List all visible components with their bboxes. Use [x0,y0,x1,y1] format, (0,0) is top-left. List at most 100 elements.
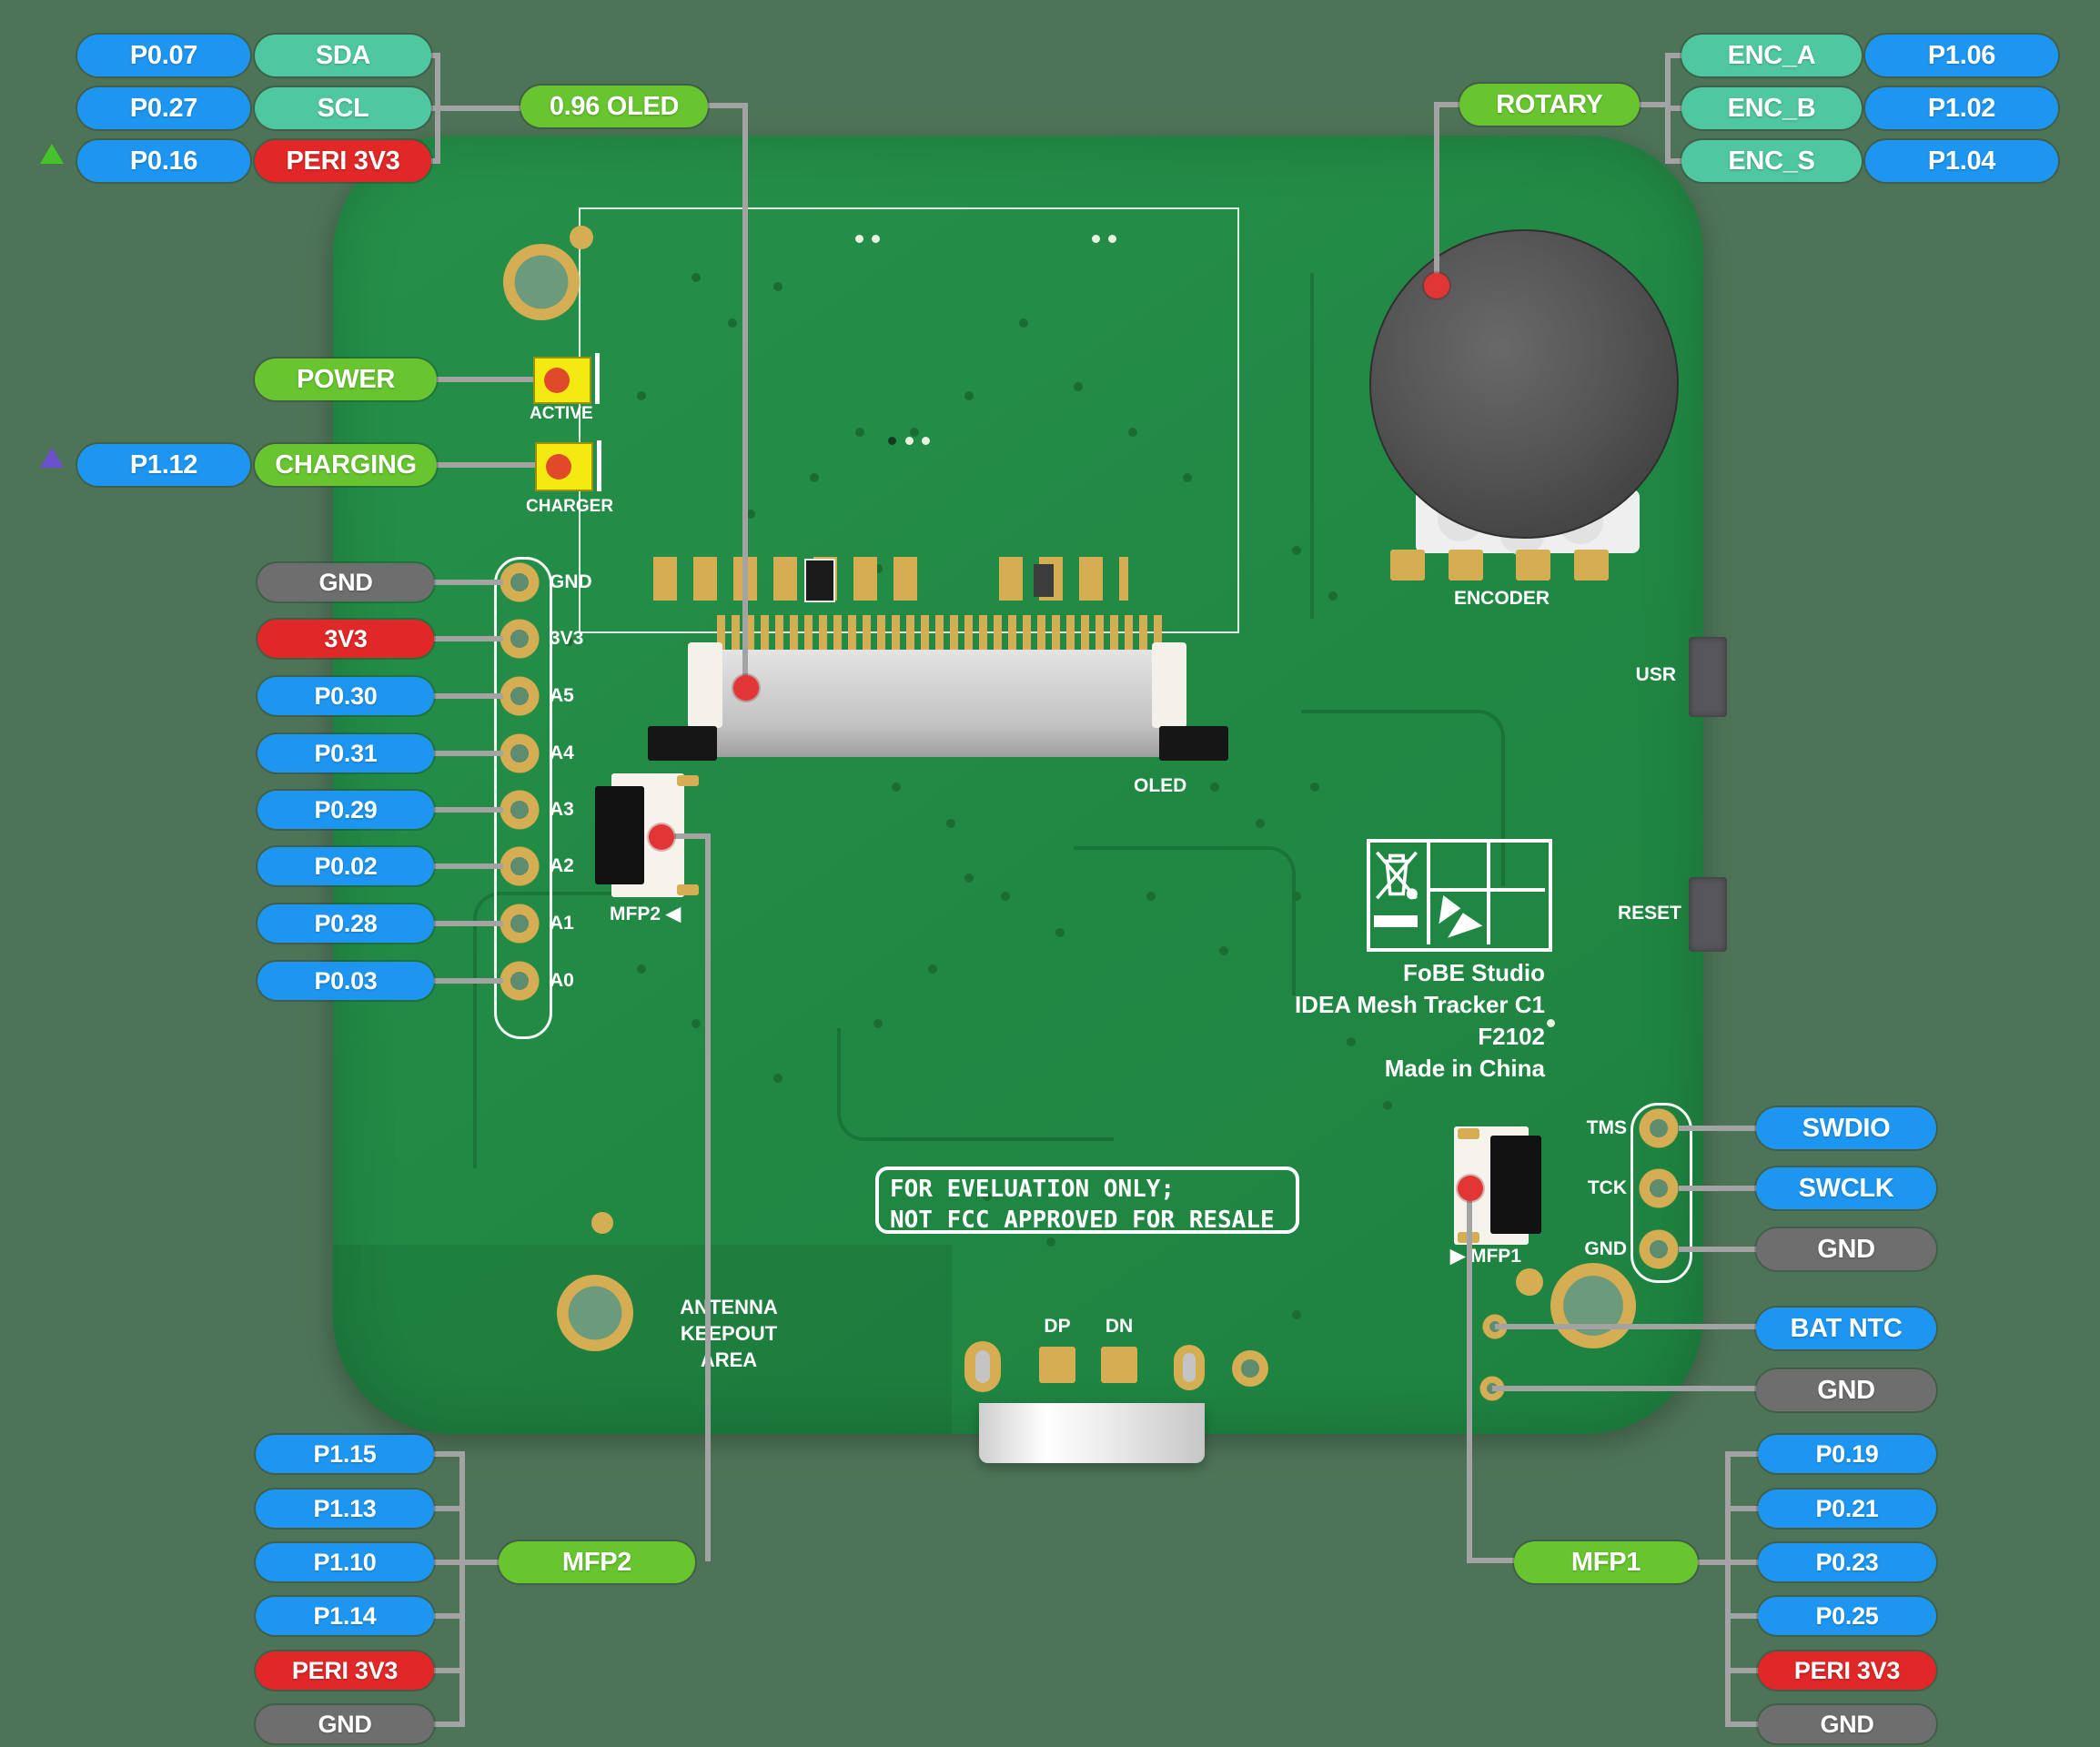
swd-silk: TMS [1586,1117,1627,1138]
reset-button [1689,877,1727,952]
dp-pad [1039,1347,1075,1383]
pin-pill-p1-13: P1.13 [256,1489,434,1528]
mounting-hole [1550,1263,1636,1348]
pin-pill-p0-16: P0.16 [77,140,250,182]
pin-pill-p1-02: P1.02 [1865,87,2058,129]
fpc-foot-right [1159,726,1228,761]
fiducial-pad [591,1212,613,1234]
func-pill-enc-s: ENC_S [1681,140,1862,182]
compliance-grid-line [1487,839,1490,944]
pin-pill-p0-21: P0.21 [1758,1489,1936,1528]
fpc-finger-pins [717,615,1168,655]
warning-line: NOT FCC APPROVED FOR RESALE [890,1207,1275,1234]
pin-pill-p0-23: P0.23 [1758,1543,1936,1581]
antenna-line: AREA [700,1348,758,1371]
connector-line [674,833,709,839]
pcb-trace [1301,710,1505,886]
swd-silk: GND [1584,1238,1627,1259]
mfp2-switch-tab [677,775,699,786]
antenna-keepout-label: ANTENNA KEEPOUT AREA [670,1294,788,1373]
charger-silk-label: CHARGER [526,497,614,516]
pin-pill-peri-3v3-left: PERI 3V3 [256,1651,434,1690]
pin-hole-a4 [500,733,540,773]
pin-pill-p0-30: P0.30 [257,677,434,715]
charger-led-bracket [597,440,601,491]
connector-line [434,1668,461,1673]
func-pill-enc-b: ENC_B [1681,87,1862,129]
pin-pill-p0-29: P0.29 [257,791,434,829]
fpc-foot-left [648,726,717,761]
pin-pill-p0-19: P0.19 [1758,1435,1936,1473]
active-led-dot [544,368,570,393]
antenna-line: KEEPOUT [680,1322,778,1345]
connector-line [434,1506,461,1511]
pin-silk: A0 [550,970,574,991]
antenna-line: ANTENNA [680,1296,778,1318]
connector-line [1671,106,1681,111]
connector-line [1467,1558,1514,1563]
component-pads-row [999,557,1128,601]
pin-hole-3v3 [500,619,540,659]
swd-hole-gnd [1639,1229,1679,1269]
func-pill-bat-gnd: GND [1756,1369,1936,1411]
chip-component [1034,564,1054,597]
connector-line [705,833,711,1561]
func-pill-enc-a: ENC_A [1681,35,1862,76]
oled-silk-label: OLED [1134,775,1187,796]
connector-line [1434,102,1459,107]
fpc-connector-body [692,650,1185,757]
connector-line [435,53,440,164]
connector-line [434,1613,461,1619]
plated-hole [1232,1350,1268,1387]
charging-callout-pill: CHARGING [255,444,437,486]
pin-hole-a1 [500,904,540,944]
connector-line [437,377,533,382]
func-pill-gnd: GND [1756,1228,1936,1270]
reset-silk-label: RESET [1617,903,1681,924]
mfp1-callout-pill: MFP1 [1514,1541,1698,1583]
connector-line [1731,1451,1758,1457]
connector-line [1495,1324,1756,1329]
usb-connector [979,1403,1205,1463]
connector-line [1731,1506,1758,1511]
usr-button [1689,637,1727,717]
pin-silk: A4 [550,742,574,763]
usr-silk-label: USR [1635,664,1676,685]
connector-line [1725,1451,1731,1727]
func-pill-swclk: SWCLK [1756,1167,1936,1209]
green-triangle-icon [40,144,64,164]
connector-line [708,103,748,108]
compliance-grid-line [1427,888,1545,892]
pin-pill-p0-07: P0.07 [77,35,250,76]
board-info-line: F2102 [1478,1023,1545,1050]
pin-pill-p1-12: P1.12 [77,444,250,486]
fpc-latch-right [1152,642,1186,728]
pin-hole-a2 [500,846,540,886]
connector-line [434,636,503,641]
warning-line: FOR EVELUATION ONLY; [890,1176,1176,1203]
pin-silk: A3 [550,799,574,820]
weee-bin-icon [1376,851,1418,900]
connector-line [1679,1126,1756,1131]
oled-marker-dot [733,675,759,701]
left-header-outline [494,557,552,1039]
mfp1-switch-tab [1458,1128,1479,1139]
dp-silk-label: DP [1044,1316,1071,1337]
pin-pill-p0-27: P0.27 [77,87,250,129]
active-silk-label: ACTIVE [530,404,593,423]
pcb-trace [1074,846,1296,995]
pin-pill-peri-3v3-right: PERI 3V3 [1758,1651,1936,1690]
encoder-pad [1390,550,1425,581]
fpc-latch-left [688,642,722,728]
mfp1-switch-slider [1490,1136,1541,1234]
mfp2-marker-dot [649,824,674,850]
pin-hole-gnd [500,562,540,602]
board-info-line: Made in China [1384,1055,1545,1082]
oled-callout-pill: 0.96 OLED [520,86,708,127]
board-info-line: FoBE Studio [1403,959,1545,986]
fiducial-pad [1516,1268,1543,1296]
connector-line [465,1560,501,1565]
dn-pad [1101,1347,1137,1383]
pin-pill-p0-31: P0.31 [257,734,434,773]
